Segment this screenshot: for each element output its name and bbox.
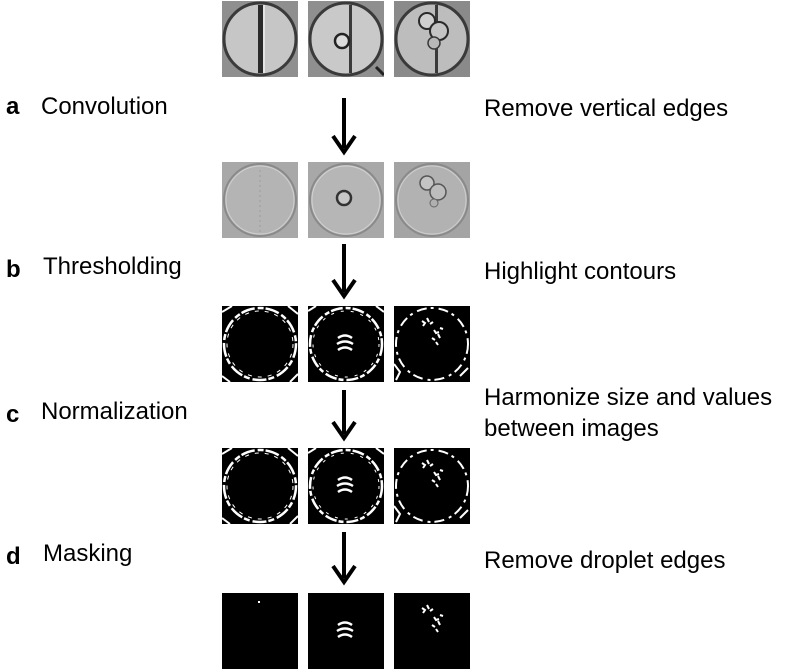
thresholding-multiple-cell-droplet-image <box>394 306 470 382</box>
step-description-masking: Remove droplet edges <box>484 547 726 574</box>
raw-multiple-cell-droplet-image <box>394 1 470 77</box>
step-name-convolution: Convolution <box>41 93 168 120</box>
down-arrow-icon <box>331 244 357 300</box>
step-letter-a: a <box>6 93 20 120</box>
step-letter-d: d <box>6 543 21 570</box>
normalization-single-cell-droplet-image <box>308 448 384 524</box>
thresholding-empty-droplet-image <box>222 306 298 382</box>
down-arrow-icon <box>331 532 357 586</box>
step-name-normalization: Normalization <box>41 398 188 425</box>
convolution-empty-droplet-image <box>222 162 298 238</box>
convolution-multiple-cell-droplet-image <box>394 162 470 238</box>
step-letter-b: b <box>6 256 21 283</box>
masking-multiple-cell-droplet-image <box>394 593 470 669</box>
down-arrow-icon <box>331 98 357 156</box>
step-name-masking: Masking <box>43 540 133 567</box>
normalization-empty-droplet-image <box>222 448 298 524</box>
step-description-normalization-line1: Harmonize size and values <box>484 384 773 411</box>
thresholding-single-cell-droplet-image <box>308 306 384 382</box>
step-description-convolution: Remove vertical edges <box>484 95 729 122</box>
normalization-multiple-cell-droplet-image <box>394 448 470 524</box>
raw-empty-droplet-image <box>222 1 298 77</box>
step-description-normalization-line2: between images <box>484 415 659 442</box>
step-name-thresholding: Thresholding <box>43 253 182 280</box>
masking-single-cell-droplet-image <box>308 593 384 669</box>
masking-empty-droplet-image <box>222 593 298 669</box>
step-description-thresholding: Highlight contours <box>484 258 677 285</box>
step-letter-c: c <box>6 401 20 428</box>
convolution-single-cell-droplet-image <box>308 162 384 238</box>
down-arrow-icon <box>331 390 357 442</box>
raw-single-cell-droplet-image <box>308 1 384 77</box>
